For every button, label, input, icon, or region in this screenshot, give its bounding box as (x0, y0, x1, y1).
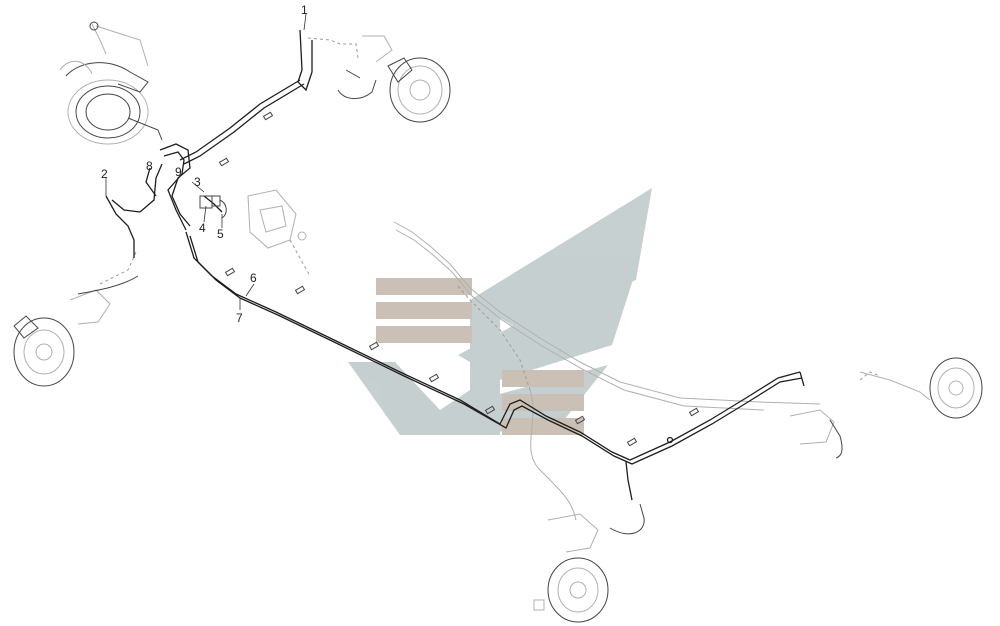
callout-6: 6 (250, 271, 257, 285)
callouts: 1 2 3 4 5 6 7 8 9 (101, 3, 308, 325)
callout-8: 8 (146, 159, 153, 173)
part-2-front-left-hose (105, 163, 163, 258)
watermark-stem (470, 300, 500, 435)
brake-booster-assembly (59, 21, 163, 145)
center-bracket-assembly (247, 189, 311, 277)
parking-brake-cable (393, 221, 821, 521)
callout-7: 7 (236, 311, 243, 325)
watermark-stripe-4 (502, 370, 584, 387)
watermark-stripe-3 (376, 326, 472, 343)
watermark-wing-middle (458, 258, 640, 380)
brake-tubes (105, 29, 805, 501)
watermark-stripe-2 (376, 302, 472, 319)
part-1-front-right-hose (179, 29, 313, 165)
callout-1: 1 (301, 3, 308, 17)
callout-4: 4 (199, 221, 206, 235)
ghost-parts (13, 21, 983, 623)
watermark-chevron (348, 362, 470, 435)
callout-9: 9 (175, 165, 182, 179)
callout-3: 3 (194, 175, 201, 189)
rear-right-brake-assembly (789, 357, 983, 459)
front-left-brake-assembly (13, 251, 139, 387)
rear-left-brake-assembly (533, 503, 645, 623)
watermark-logo (348, 188, 652, 435)
master-cylinder-lines (145, 143, 223, 231)
callout-2: 2 (101, 167, 108, 181)
callout-5: 5 (217, 227, 224, 241)
fittings (199, 111, 700, 447)
front-right-brake-assembly (307, 35, 451, 123)
watermark-wing-upper (470, 188, 652, 330)
part-6-7-main-rear-line (185, 231, 805, 501)
watermark-stripe-1 (376, 278, 472, 295)
watermark-stripe-6 (502, 418, 584, 435)
